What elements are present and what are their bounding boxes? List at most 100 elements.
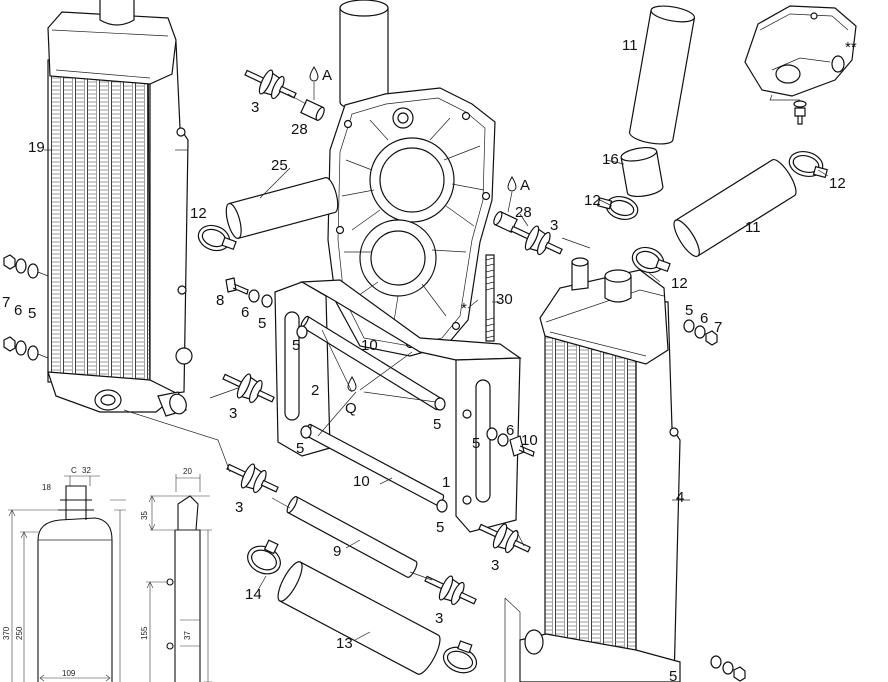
callout-rod-10-lower: 10 [353,473,370,490]
radiator-right-filler-neck [604,275,632,303]
dim-side-outline [174,529,201,682]
dim-label-c: C [71,466,77,475]
pump-cover-spout [775,64,801,84]
callout-washer-5-bolt-10: 5 [472,435,480,452]
callout-clamp-14: 14 [245,586,262,603]
washer [300,425,312,439]
washer [710,655,722,669]
callout-stud-30: 30 [496,291,513,308]
radiator-right-outlet [524,629,544,655]
washer [248,289,260,303]
pump-housing-bolt-hole [343,119,353,129]
callout-sleeve-16: 16 [602,151,619,168]
pump-housing [327,87,496,357]
mounting-bracket [274,279,522,533]
callout-rod-9: 9 [333,543,341,560]
callout-oil-q: Q [345,400,357,417]
dim-lines [8,475,126,682]
nut [3,254,16,270]
callout-washer-6-right: 6 [700,310,708,327]
callout-spacer-top-left: 28 [291,121,308,138]
radiator-left-outlet-bore [100,394,116,406]
washer [436,499,448,513]
washer [434,397,446,411]
callout-mount-right-lower: 3 [491,557,499,574]
callout-washer-5-left: 5 [28,305,36,322]
callout-bolt-10: 10 [521,432,538,449]
fasteners-bolt-8 [225,277,273,308]
bolt [225,277,249,295]
pump-cover-leader [769,94,800,101]
hose-11-middle [673,159,797,257]
fasteners-left-top [3,254,49,279]
callout-washer-bracket-right-top: 5 [433,416,441,433]
rod-9 [286,496,418,578]
pump-housing-lower-bore-inner [370,230,426,286]
dim-label-32: 32 [82,466,91,475]
pump-housing-bolt-hole [451,321,461,331]
radiator-right-inlet-end [571,257,589,267]
bolt [509,435,535,457]
rubber-mount [478,523,531,554]
bracket-right-slot [475,379,491,503]
leader-lines [44,82,829,641]
sleeve-16 [620,146,664,197]
hose-25 [225,177,339,239]
fasteners-right [683,319,718,346]
radiator-right-tab-hole [669,427,679,437]
callout-nut-right: 7 [714,319,722,336]
dim-neck [65,485,87,520]
radiator-right [504,257,681,682]
washer [497,433,509,447]
oil-drop-icon [507,176,517,192]
radiator-right-bracket-lines [504,597,521,682]
radiator-left-tab-hole [176,127,186,137]
dim-label-20: 20 [183,467,192,476]
hose-clamp [788,151,828,179]
radiator-left-tab-hole [177,285,187,295]
radiator-left-top-tank-edge [51,29,169,79]
dim-arrows [8,509,111,682]
pump-housing-upper-bore-inner [379,147,445,213]
pump-housing-ribs [341,117,485,335]
radiator-right-core [544,329,637,682]
pump-housing-bolt-hole [461,111,471,121]
dim-side-pipe [177,495,199,531]
hose-11-top [628,5,696,145]
hose-clamp [442,640,478,674]
washer [486,427,498,441]
bracket-left-slot [284,311,300,421]
washer [683,319,695,333]
dim-label-35: 35 [140,511,149,520]
dim-side-arrows [146,495,156,589]
callout-clamp-top-right: 12 [829,175,846,192]
pump-cover-port [831,55,845,73]
radiator-left [47,0,193,417]
callout-bracket-1: 1 [442,474,450,491]
dim-label-37: 37 [183,631,192,640]
hose-clamp [247,539,281,575]
rubber-mount [226,463,279,494]
callout-radiator-right: 4 [676,489,684,506]
dim-neck-cap [58,499,94,511]
callout-washer-bracket-top: 5 [292,337,300,354]
radiator-left-mount-boss [175,347,193,365]
oil-drop-icon [347,376,357,392]
callout-mount-top-left: 3 [251,99,259,116]
radiator-right-bottom-tank [519,633,681,682]
stud-30 [485,254,495,342]
callout-oil-a-right: A [520,177,530,194]
dim-side-lines [146,474,212,682]
callout-hose-25: 25 [271,157,288,174]
callout-washer-5-bolt: 5 [258,315,266,332]
radiator-right-filler-cap [604,269,632,283]
rubber-mount [510,225,563,256]
dim-label-18: 18 [42,483,51,492]
radiator-left-core [47,59,151,383]
washer [296,325,308,339]
callout-washer-6-bolt-10: 6 [506,422,514,439]
pump-housing-top-boss-hole [397,112,409,124]
nut [705,330,718,346]
dim-label-109: 109 [62,669,76,678]
callout-washer-5-right: 5 [685,302,693,319]
